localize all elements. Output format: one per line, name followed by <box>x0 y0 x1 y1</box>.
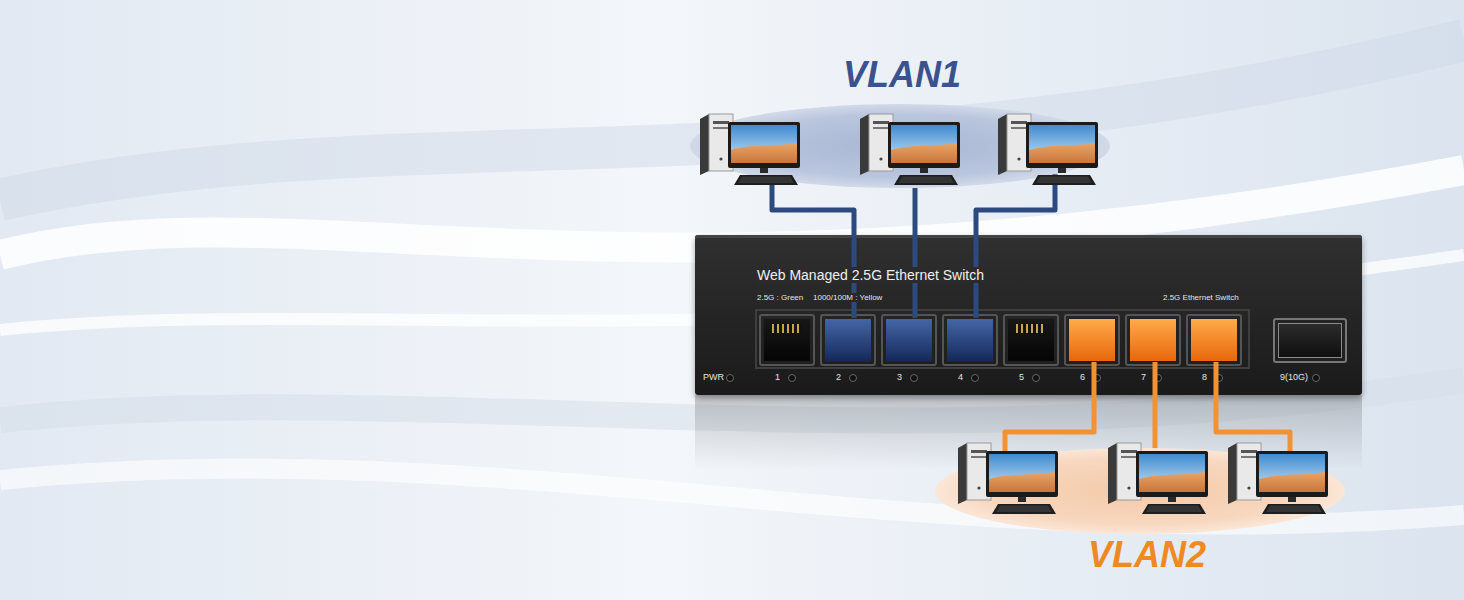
vlan-ellipse <box>935 448 1345 534</box>
led-dot <box>1313 375 1320 382</box>
rj45-cage <box>821 315 875 365</box>
led-dot <box>1216 375 1223 382</box>
rj45-cage <box>1187 315 1241 365</box>
network-cable <box>913 188 918 318</box>
vlan-ellipse <box>690 104 1110 188</box>
rj45-port: 4 <box>946 318 994 362</box>
port-number: 5 <box>1019 372 1024 382</box>
computer-icon <box>1108 443 1208 514</box>
computer-icon <box>1228 443 1328 514</box>
model-note: 2.5G Ethernet Switch <box>1161 293 1241 302</box>
rj45-cage <box>1065 315 1119 365</box>
speed-note: 1000/100M : Yellow <box>811 293 884 302</box>
computer-icon <box>958 443 1058 514</box>
network-cable <box>1153 362 1158 448</box>
rj45-port: 2 <box>824 318 872 362</box>
led-dot <box>1033 375 1040 382</box>
computer-icon <box>700 114 800 185</box>
led-dot <box>727 375 734 382</box>
port-number: 6 <box>1080 372 1085 382</box>
vlan-label: VLAN1 <box>843 57 961 93</box>
port-number: 8 <box>1202 372 1207 382</box>
rj45-port: 6 <box>1068 318 1116 362</box>
vlan-ellipse-shape <box>935 448 1345 534</box>
switch-title: Web Managed 2.5G Ethernet Switch <box>755 267 986 283</box>
switch-box: 123456789(10G)Web Managed 2.5G Ethernet … <box>695 235 1362 395</box>
port-frame <box>756 310 1249 368</box>
sfp-cage <box>1274 319 1346 362</box>
vlan-ellipse-shape <box>690 104 1110 188</box>
rj45-cages <box>760 315 1241 365</box>
vlan-label: VLAN2 <box>1088 537 1206 573</box>
port-number: 4 <box>958 372 963 382</box>
port-number: 2 <box>836 372 841 382</box>
rj45-port: 5 <box>1007 318 1055 362</box>
rj45-port: 3 <box>885 318 933 362</box>
led-dot <box>972 375 979 382</box>
vlan-group: VLAN1 <box>690 104 1110 188</box>
rj45-cage <box>1004 315 1058 365</box>
network-cable <box>1005 362 1094 459</box>
rj45-cage <box>882 315 936 365</box>
rj45-cage <box>1126 315 1180 365</box>
rj45-port: 1 <box>763 318 811 362</box>
speed-note: 2.5G : Green <box>755 293 805 302</box>
port-number: 7 <box>1141 372 1146 382</box>
led-dot <box>850 375 857 382</box>
computer-icon <box>860 114 960 185</box>
port-number: 1 <box>775 372 780 382</box>
led-dot <box>789 375 796 382</box>
rj45-cage <box>760 315 814 365</box>
computer-icon <box>998 114 1098 185</box>
port-number: 9(10G) <box>1280 372 1308 382</box>
rj45-port: 8 <box>1190 318 1238 362</box>
vlan-group: VLAN2 <box>935 448 1345 534</box>
rj45-cage <box>943 315 997 365</box>
led-dot <box>1155 375 1162 382</box>
network-cable <box>1216 362 1290 462</box>
led-dot <box>911 375 918 382</box>
network-cable <box>772 179 854 318</box>
swoosh <box>0 40 1464 200</box>
led-dot <box>1094 375 1101 382</box>
power-label: PWR <box>703 372 724 382</box>
rj45-port: 7 <box>1129 318 1177 362</box>
port-number: 3 <box>897 372 902 382</box>
sfp-port: 9(10G) <box>1278 323 1342 358</box>
led-dots <box>727 375 1320 382</box>
network-cable <box>976 174 1055 318</box>
